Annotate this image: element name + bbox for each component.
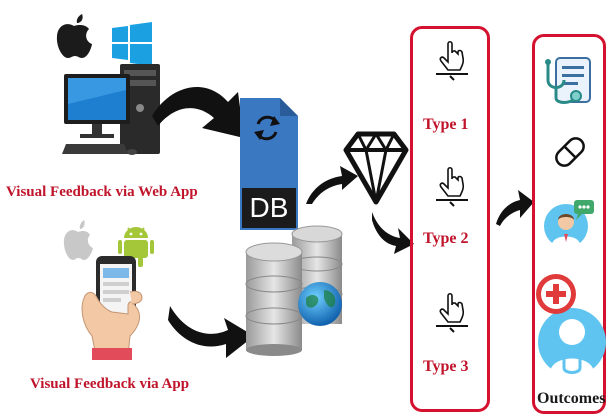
db-label: DB: [249, 192, 289, 223]
arrow-types-to-outcomes-icon: [496, 190, 534, 226]
database-cylinders-icon: [245, 225, 343, 356]
type-3-label: Type 3: [423, 358, 469, 375]
arrow-app-to-db-icon: [168, 306, 254, 358]
android-logo-icon: [118, 227, 154, 267]
desktop-computer-icon: [62, 64, 160, 155]
touch-tap-icon: [436, 292, 468, 333]
medical-doctor-icon: [536, 274, 606, 380]
touch-tap-icon: [436, 40, 468, 81]
type-2-label: Type 2: [423, 230, 469, 247]
app-caption: Visual Feedback via App: [30, 376, 190, 392]
arrow-web-to-db-icon: [152, 87, 244, 138]
web-app-caption: Visual Feedback via Web App: [6, 184, 198, 200]
windows-logo-icon: [112, 22, 152, 66]
type-1-label: Type 1: [423, 116, 469, 133]
db-label-plate: [242, 188, 296, 228]
diamond-icon: [343, 131, 409, 205]
arrow-db-to-diamond-icon: [306, 166, 358, 204]
doctor-speech-icon: [544, 200, 594, 248]
arrow-diamond-to-types-icon: [372, 212, 414, 254]
hand-holding-phone-icon: [81, 256, 143, 360]
outcomes-label: Outcomes: [537, 390, 606, 407]
types-box: [410, 26, 490, 412]
apple-logo-grey-icon: [63, 220, 93, 260]
apple-logo-icon: [56, 14, 92, 58]
touch-tap-icon: [436, 166, 468, 207]
stethoscope-document-icon: [545, 57, 591, 104]
pill-icon: [555, 137, 585, 167]
outcomes-box: [532, 34, 606, 414]
